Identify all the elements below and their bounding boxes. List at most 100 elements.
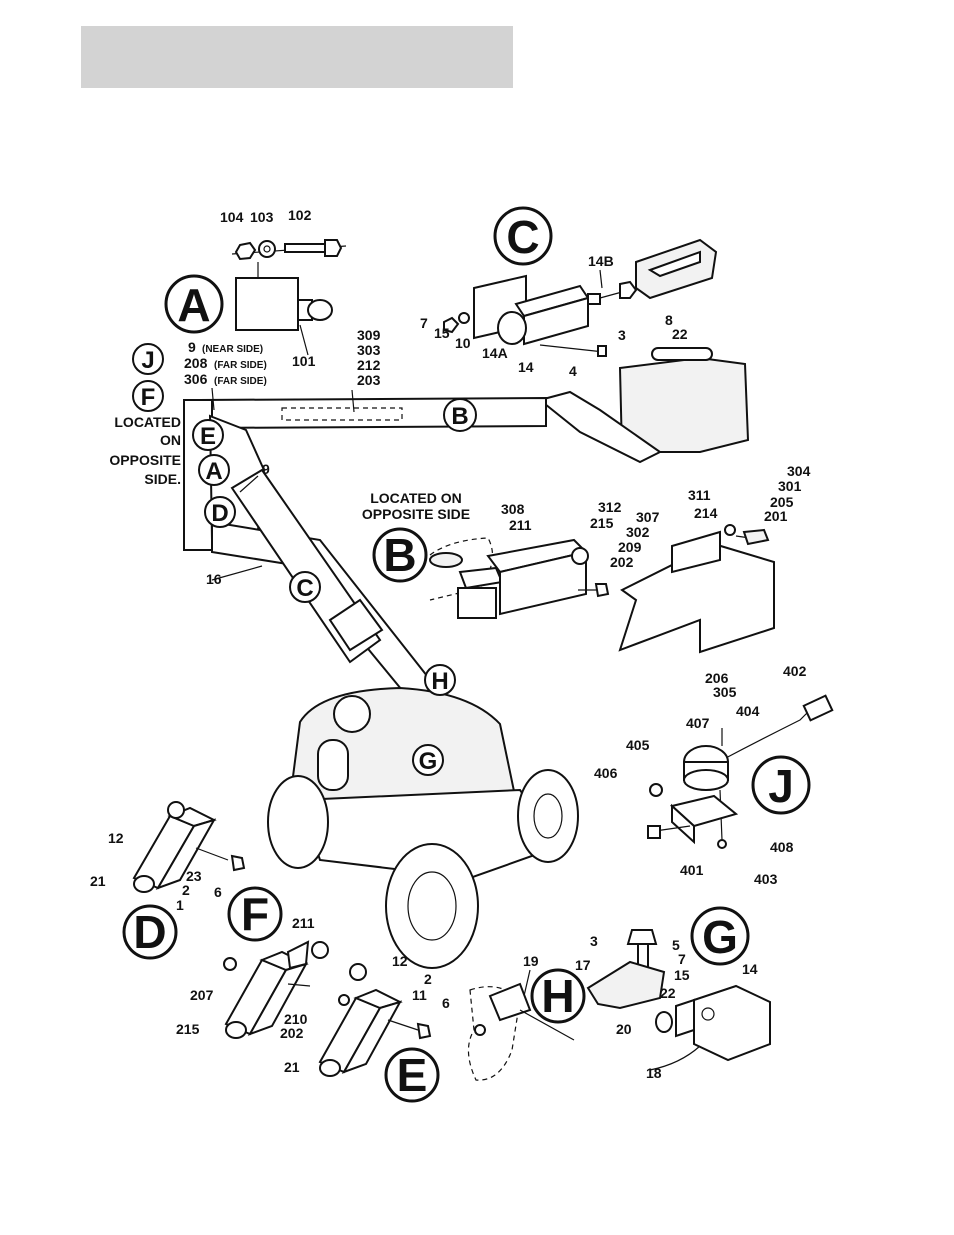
label-15: 15 [434, 325, 450, 341]
label-6-d: 6 [214, 884, 222, 900]
label-3: 3 [618, 327, 626, 343]
callout-h-large: H [530, 968, 586, 1024]
label-22: 22 [672, 326, 688, 342]
callout-h-boom-letter: H [431, 668, 448, 695]
label-21-e: 21 [284, 1059, 300, 1075]
detail-a-assembly [231, 239, 347, 356]
callout-b-boom: B [443, 398, 477, 432]
label-22-g: 22 [660, 985, 676, 1001]
callout-g-turret-letter: G [419, 748, 438, 775]
detail-b-assembly [429, 524, 775, 654]
detail-h-assembly [467, 969, 575, 1081]
label-215-f: 215 [176, 1021, 200, 1037]
callout-b-large-letter: B [383, 529, 416, 581]
label-305: 305 [713, 684, 737, 700]
label-202-b: 202 [610, 554, 634, 570]
callout-h-large-letter: H [541, 970, 574, 1022]
label-205: 205 [770, 494, 794, 510]
callout-g-large: G [690, 906, 750, 966]
label-10: 10 [455, 335, 471, 351]
label-404: 404 [736, 703, 760, 719]
label-14b: 14B [588, 253, 614, 269]
callout-a-boom-letter: A [205, 458, 222, 485]
callout-d-boom-letter: D [211, 500, 228, 527]
callout-h-boom: H [424, 664, 456, 696]
callout-j-small-letter: J [141, 347, 154, 374]
label-19: 19 [523, 953, 539, 969]
label-6-e: 6 [442, 995, 450, 1011]
label-212: 212 [357, 357, 381, 373]
detail-e-assembly [318, 963, 432, 1077]
callout-f-large: F [227, 886, 283, 942]
label-12-e: 12 [392, 953, 408, 969]
label-211-f: 211 [292, 915, 315, 931]
callout-j-large-letter: J [768, 760, 794, 812]
label-3-g: 3 [590, 933, 598, 949]
note-opposite: OPPOSITE [109, 452, 181, 468]
header-bar [81, 26, 513, 88]
label-11: 11 [412, 987, 427, 1003]
label-17: 17 [575, 957, 591, 973]
label-206: 206 [705, 670, 729, 686]
callout-g-turret: G [412, 744, 444, 776]
callout-d-large-letter: D [133, 906, 166, 958]
label-207: 207 [190, 987, 214, 1003]
label-210: 210 [284, 1011, 308, 1027]
label-309: 309 [357, 327, 381, 343]
label-202-f: 202 [280, 1025, 304, 1041]
label-16: 16 [206, 571, 222, 587]
label-215-b: 215 [590, 515, 614, 531]
note-b-opposite-side: OPPOSITE SIDE [362, 506, 470, 522]
label-102: 102 [288, 207, 312, 223]
callout-d-boom: D [204, 496, 236, 528]
detail-g-assembly [586, 929, 771, 1071]
label-9-elbow: 9 [262, 461, 270, 477]
label-301: 301 [778, 478, 802, 494]
label-1-d: 1 [176, 897, 184, 913]
label-5: 5 [672, 937, 680, 953]
label-near-side: (NEAR SIDE) [202, 344, 263, 355]
label-104: 104 [220, 209, 244, 225]
callout-d-large: D [122, 904, 178, 960]
label-9-near: 9 [188, 339, 196, 355]
callout-e-boom: E [192, 419, 224, 451]
detail-d-assembly [132, 801, 246, 893]
label-4: 4 [569, 363, 577, 379]
callout-e-large: E [384, 1047, 440, 1103]
label-14a: 14A [482, 345, 508, 361]
label-308: 308 [501, 501, 525, 517]
callout-f-large-letter: F [241, 888, 269, 940]
label-406: 406 [594, 765, 618, 781]
label-8: 8 [665, 312, 673, 328]
callout-a-boom: A [198, 454, 230, 486]
label-306: 306 [184, 371, 208, 387]
label-2-e: 2 [424, 971, 432, 987]
label-7: 7 [420, 315, 428, 331]
callout-e-large-letter: E [397, 1049, 428, 1101]
label-2-d: 2 [182, 882, 190, 898]
callout-c-boom: C [289, 571, 321, 603]
label-103: 103 [250, 209, 274, 225]
label-209: 209 [618, 539, 642, 555]
label-214: 214 [694, 505, 718, 521]
label-23: 23 [186, 868, 202, 884]
label-405: 405 [626, 737, 650, 753]
callout-f-small: F [132, 380, 164, 412]
callout-c-large: C [493, 206, 553, 266]
label-18: 18 [646, 1065, 662, 1081]
note-side: SIDE. [144, 471, 181, 487]
callout-c-boom-letter: C [296, 575, 313, 602]
callout-j-large: J [751, 755, 811, 815]
callout-f-small-letter: F [141, 384, 156, 411]
callout-c-letter: C [506, 211, 539, 263]
label-20: 20 [616, 1021, 632, 1037]
label-far-side-1: (FAR SIDE) [214, 360, 267, 371]
callout-a-large: A [164, 274, 224, 334]
label-402: 402 [783, 663, 807, 679]
label-311: 311 [688, 487, 711, 503]
label-403: 403 [754, 871, 778, 887]
callout-j-small: J [132, 343, 164, 375]
label-307: 307 [636, 509, 660, 525]
note-on: ON [160, 432, 181, 448]
label-408: 408 [770, 839, 794, 855]
